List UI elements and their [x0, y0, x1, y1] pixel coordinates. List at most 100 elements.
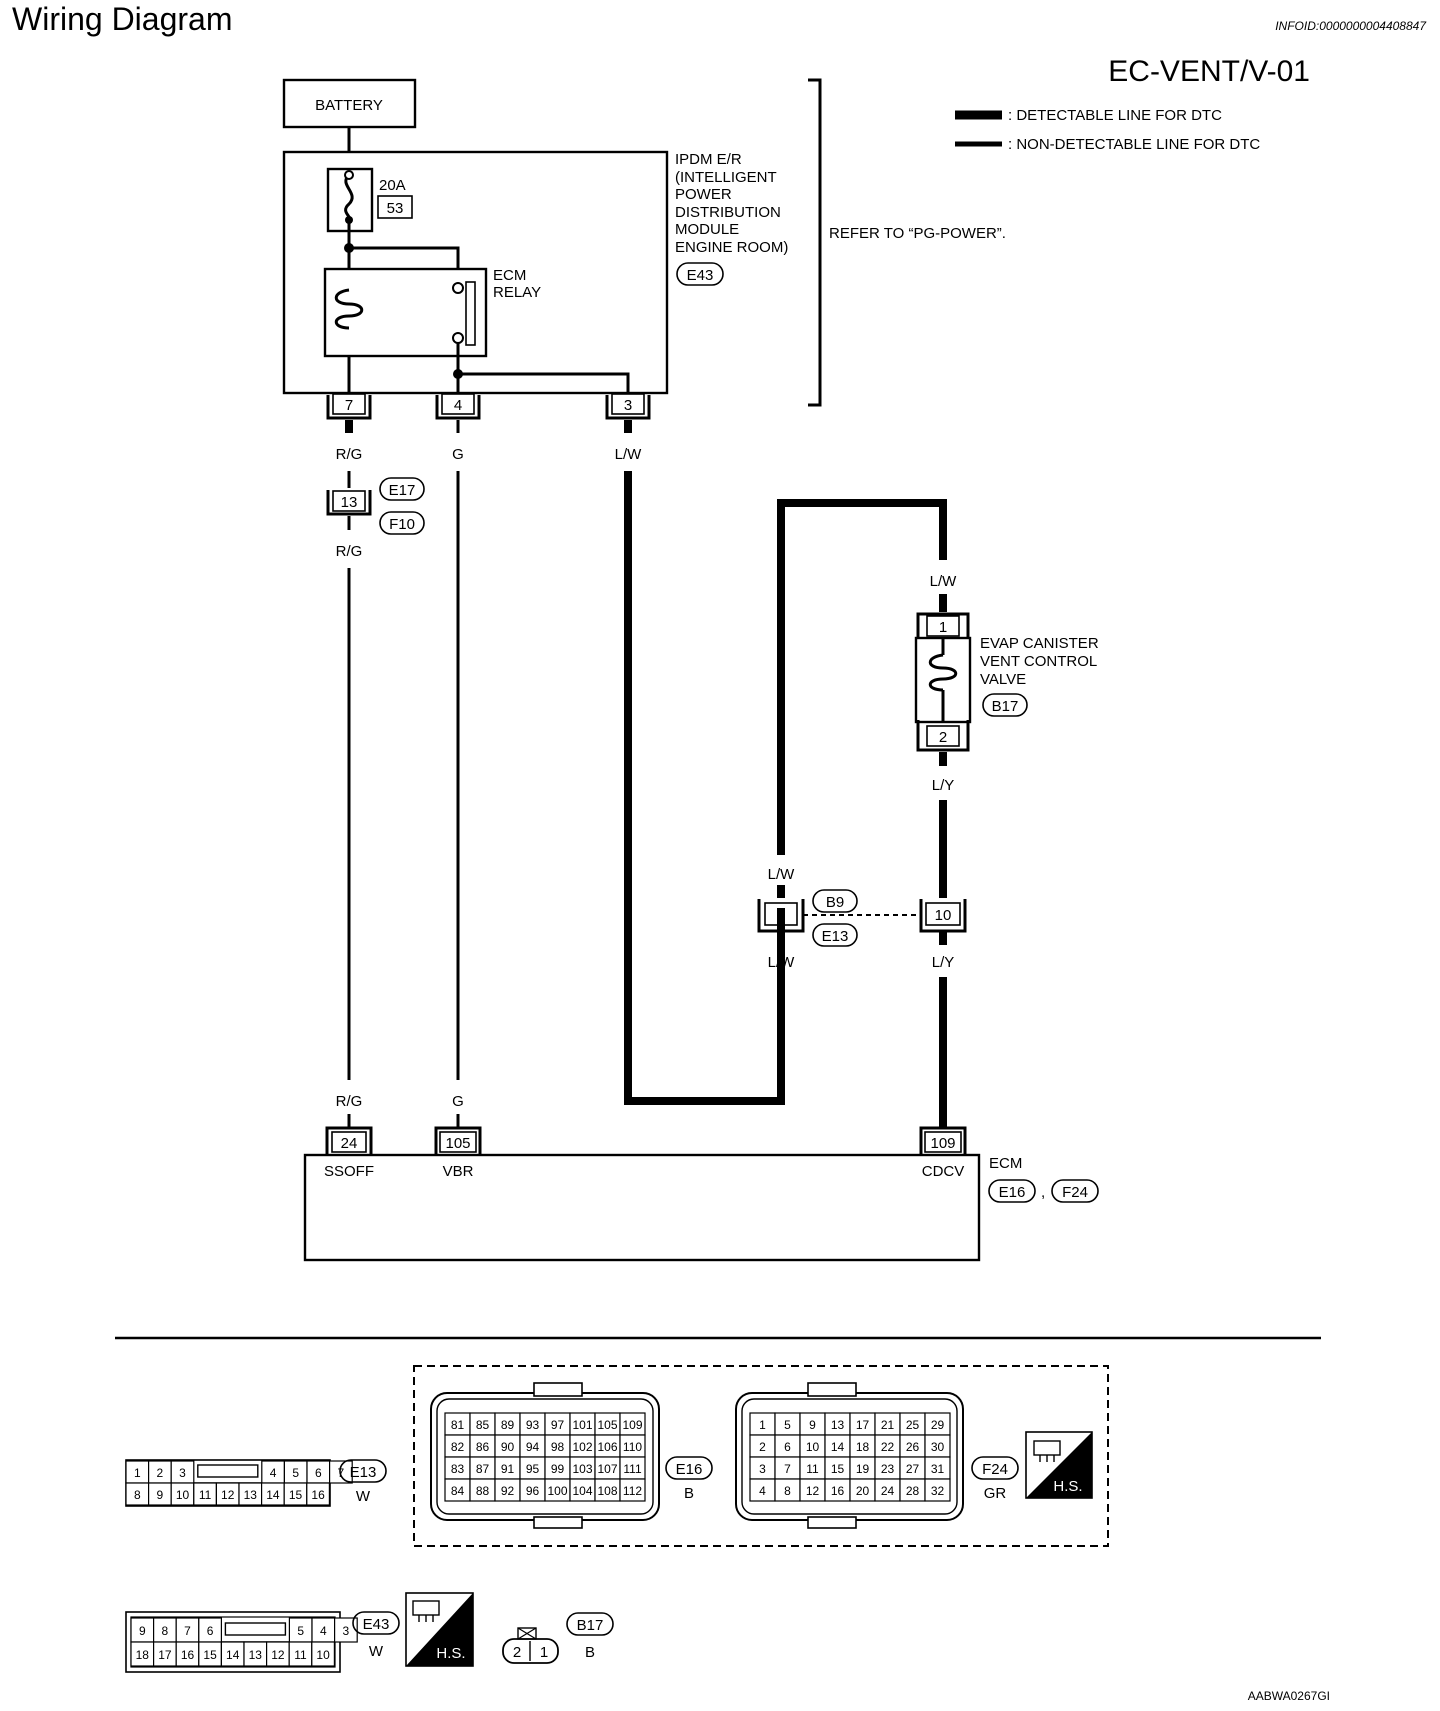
- info-id: INFOID:0000000004408847: [1275, 19, 1427, 33]
- pin-number: 94: [526, 1440, 540, 1454]
- pin-number: 10: [176, 1488, 190, 1502]
- pin-number: 104: [572, 1484, 592, 1498]
- pin-bracket: [326, 490, 372, 516]
- pin-bracket: [435, 395, 481, 420]
- pin-bracket: [919, 1126, 967, 1154]
- pin-box: [926, 615, 960, 637]
- battery-label: BATTERY: [315, 97, 383, 114]
- wire-color-label: L/W: [768, 954, 796, 971]
- wire-color-label: L/Y: [932, 777, 955, 794]
- wire-color-label: R/G: [336, 543, 363, 560]
- pin-number: 10: [935, 907, 952, 924]
- pin-number: 5: [784, 1418, 791, 1432]
- legend: : DETECTABLE LINE FOR DTC : NON-DETECTAB…: [955, 107, 1260, 153]
- wire-color-label: G: [452, 446, 464, 463]
- pin-number: 89: [501, 1418, 515, 1432]
- ipdm-name-line: MODULE: [675, 221, 739, 238]
- ipdm-name-line: DISTRIBUTION: [675, 204, 781, 221]
- ecm-pin-24: 24 SSOFF: [324, 1126, 374, 1180]
- relay-contact-terminal: [452, 332, 464, 344]
- legend-non-detectable: : NON-DETECTABLE LINE FOR DTC: [1008, 136, 1260, 153]
- pin-number: 3: [179, 1466, 186, 1480]
- pin-cell: [329, 1460, 353, 1484]
- pin-number: 13: [831, 1418, 845, 1432]
- figure-code: AABWA0267GI: [1248, 1689, 1330, 1703]
- pin-number: 108: [597, 1484, 617, 1498]
- pin-number: 6: [207, 1624, 214, 1638]
- pin-number: 93: [526, 1418, 540, 1432]
- pin-number: 13: [341, 494, 358, 511]
- pin-number: 82: [451, 1440, 465, 1454]
- valve-connector-id: B17: [992, 698, 1019, 715]
- pin-number: 2: [157, 1466, 164, 1480]
- relay-label-line: RELAY: [493, 284, 541, 301]
- connector-color: B: [585, 1644, 595, 1661]
- pin-number: 17: [856, 1418, 870, 1432]
- pin-number: 3: [624, 397, 632, 414]
- pin-box: [926, 725, 960, 747]
- pin-number: 5: [297, 1624, 304, 1638]
- pin-number: 9: [157, 1488, 164, 1502]
- connector-color: B: [684, 1485, 694, 1502]
- hs-badge-fill: [1026, 1432, 1092, 1498]
- glyph-body: [1033, 1440, 1061, 1456]
- pin-box: [439, 1131, 477, 1153]
- connector-id: E17: [389, 482, 416, 499]
- pin-number: 12: [221, 1488, 235, 1502]
- connector-color: GR: [984, 1485, 1007, 1502]
- latch-cross: [517, 1627, 537, 1640]
- ipdm-connector-id: E43: [687, 267, 714, 284]
- harness-side-badge: H.S.: [1025, 1431, 1093, 1499]
- valve-solenoid-coil: [928, 653, 958, 692]
- pin-number: 98: [551, 1440, 565, 1454]
- wire-color-label: L/W: [930, 573, 958, 590]
- connector-latch: [807, 1516, 857, 1529]
- pin-box: [331, 1131, 367, 1153]
- connector-badge-outline: [379, 477, 425, 501]
- connector-latch: [533, 1516, 583, 1529]
- relay-contact-terminal: [452, 282, 464, 294]
- ecm-connector-id: E16: [999, 1184, 1026, 1201]
- pin-number: 102: [572, 1440, 592, 1454]
- connector-housing-inner: [436, 1398, 654, 1515]
- pin-number: 109: [622, 1418, 642, 1432]
- wire-color-label: L/W: [768, 866, 796, 883]
- pin-number: 22: [881, 1440, 895, 1454]
- pin-number: 7: [345, 397, 353, 414]
- pin-number: 101: [572, 1418, 592, 1432]
- pin-number: 16: [181, 1648, 195, 1662]
- pin-number: 6: [315, 1466, 322, 1480]
- pin-number: 105: [597, 1418, 617, 1432]
- connector-badge-outline: [352, 1611, 400, 1635]
- wire-color-label: R/G: [336, 446, 363, 463]
- pin-number: 99: [551, 1462, 565, 1476]
- connector-key-slot: [224, 1622, 287, 1636]
- pin-number: 16: [831, 1484, 845, 1498]
- pin-bracket: [434, 1126, 482, 1154]
- ecm-name: ECM: [989, 1155, 1022, 1172]
- pin-number: 30: [931, 1440, 945, 1454]
- joint-connector-13: 13 E17 F10: [326, 477, 425, 535]
- ipdm-name-line: (INTELLIGENT: [675, 169, 777, 186]
- pin-number: 17: [158, 1648, 172, 1662]
- pin-number: 3: [777, 907, 785, 924]
- valve-name-line: VENT CONTROL: [980, 653, 1097, 670]
- pin-number: 10: [316, 1648, 330, 1662]
- page-title: Wiring Diagram: [12, 1, 232, 37]
- pin-cell: [924, 1478, 951, 1502]
- pin-number: 4: [320, 1624, 327, 1638]
- connector-id: B9: [826, 894, 844, 911]
- fuse-rating: 20A: [379, 177, 406, 194]
- connector-badge-outline: [988, 1179, 1036, 1203]
- pin-number: 27: [906, 1462, 920, 1476]
- pin-number: 85: [476, 1418, 490, 1432]
- relay-label-line: ECM: [493, 267, 526, 284]
- connector-glyph-icon: [412, 1600, 440, 1622]
- pin-number: 110: [623, 1440, 642, 1454]
- pin-number: 2: [759, 1440, 766, 1454]
